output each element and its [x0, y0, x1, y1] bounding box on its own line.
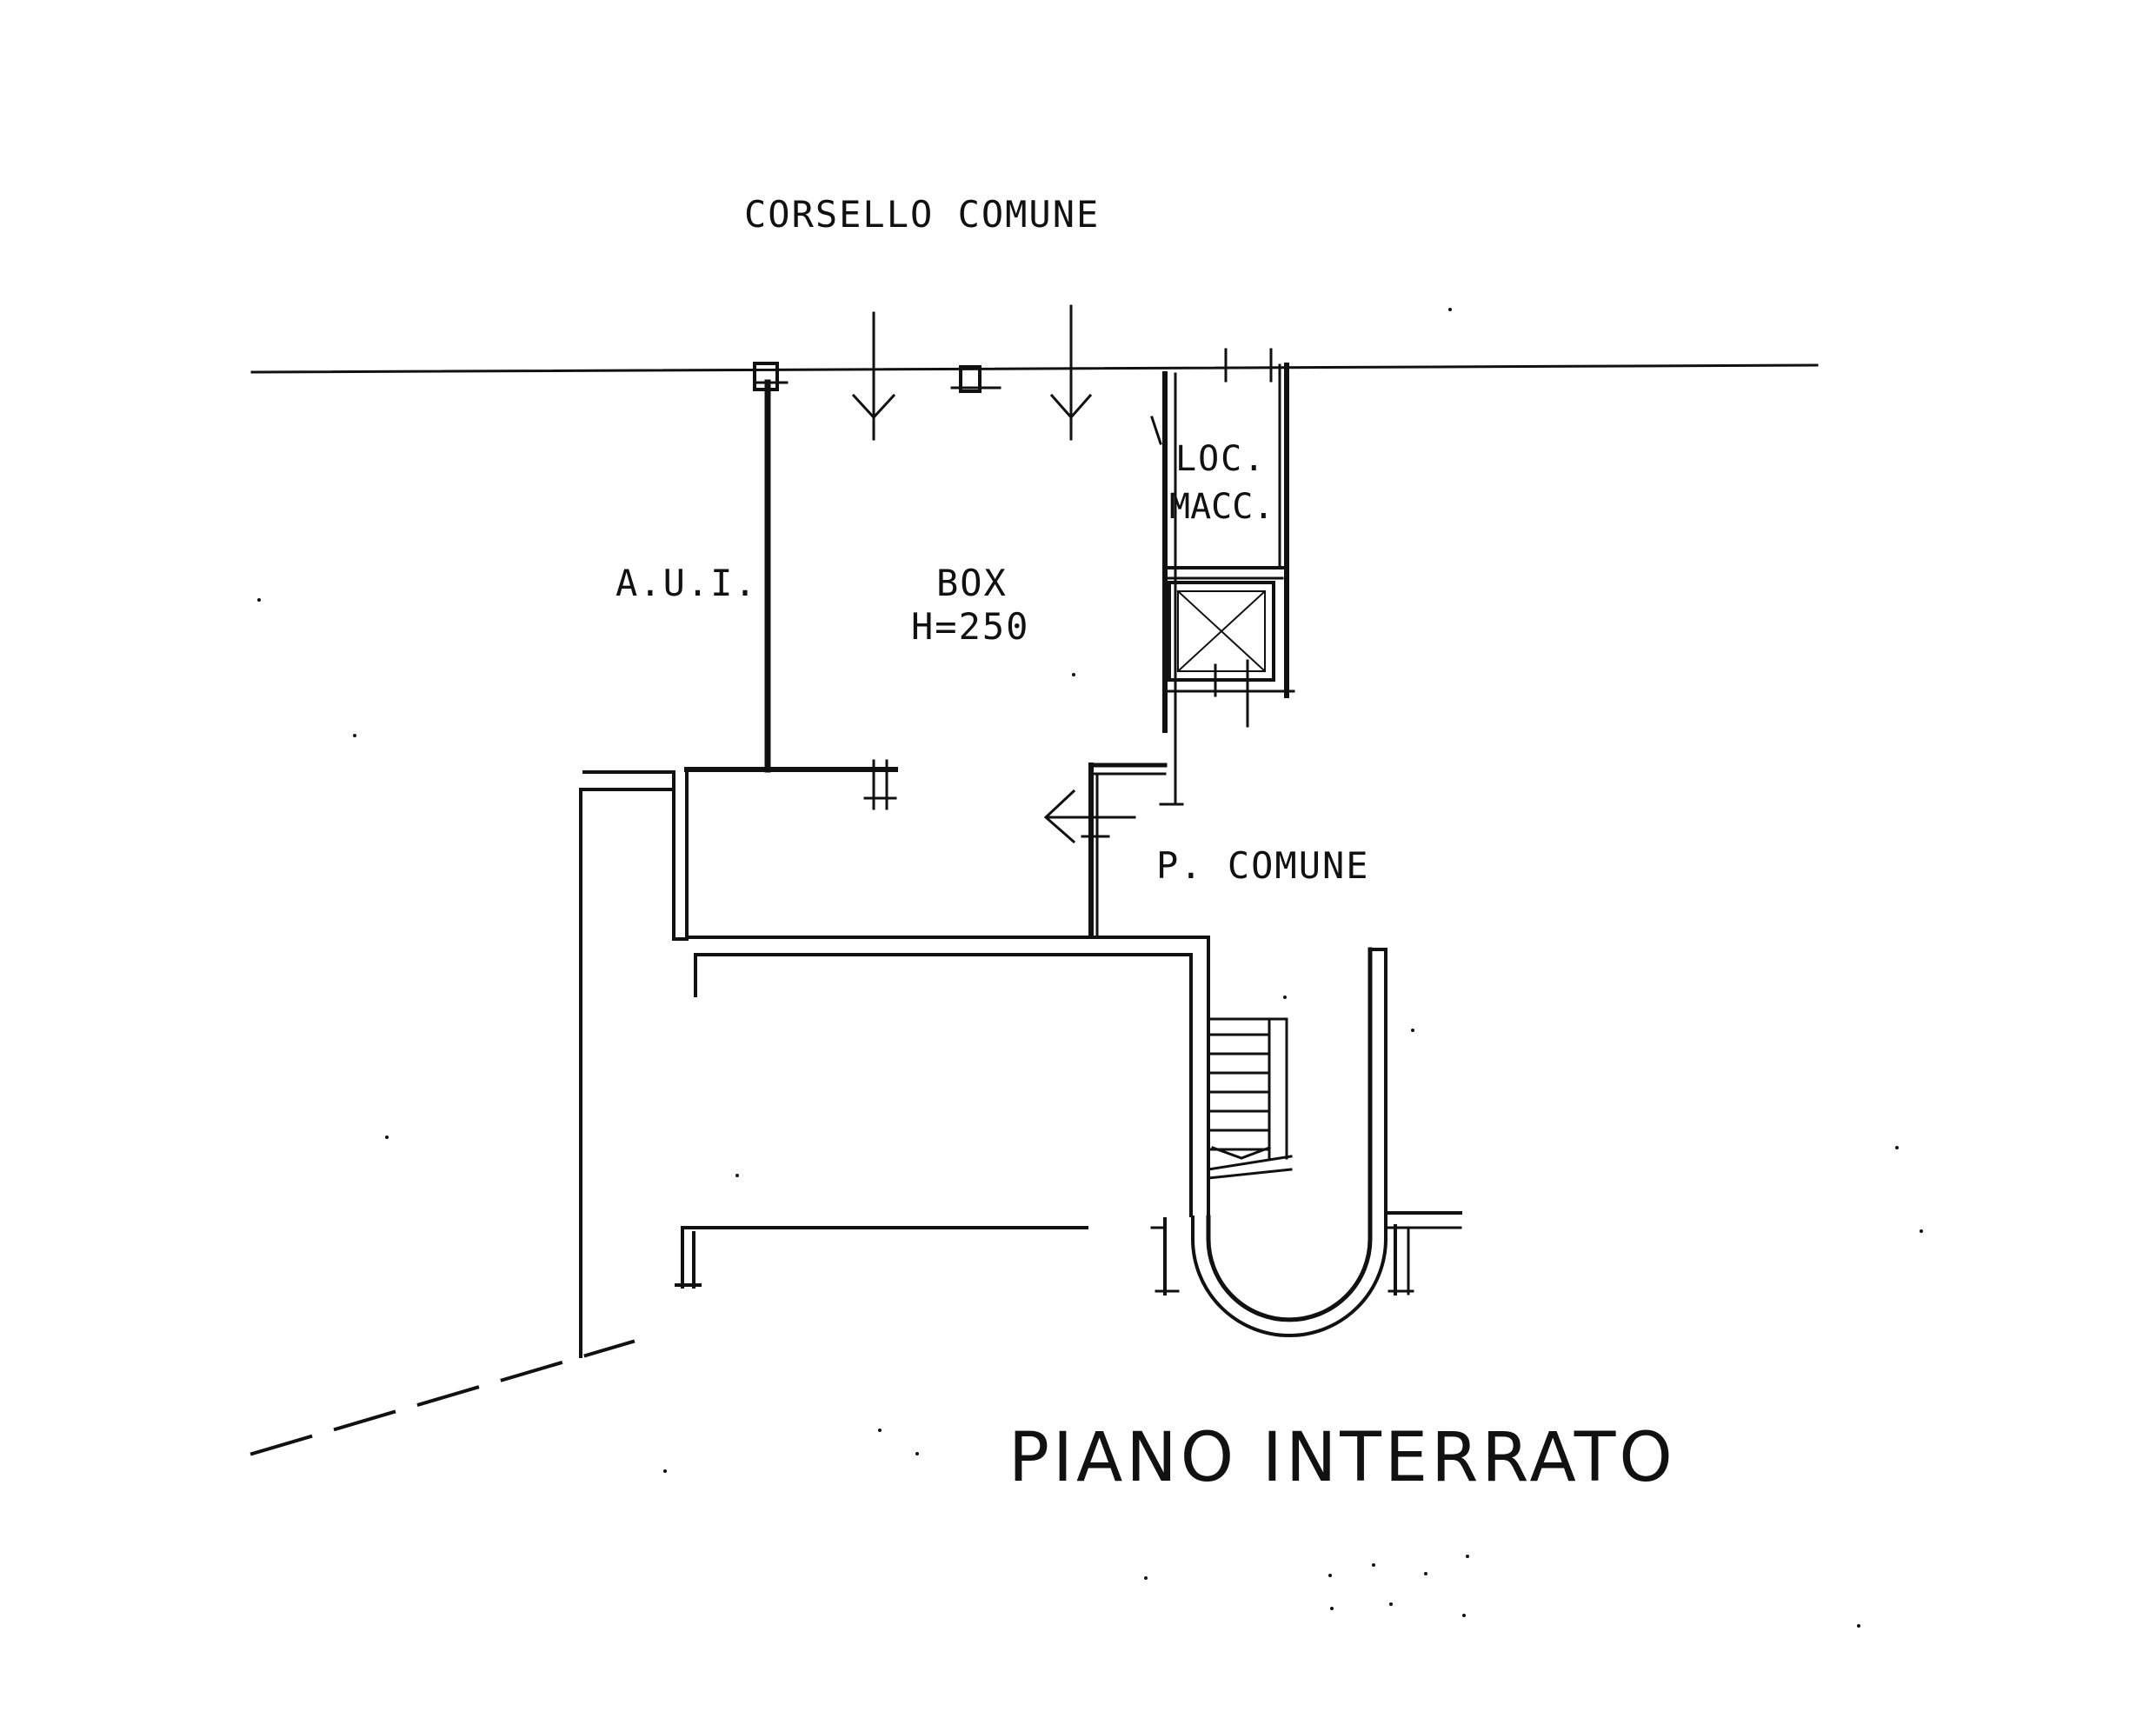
corridor-label: CORSELLO COMUNE	[744, 193, 1101, 236]
garage-door-symbol	[851, 304, 1093, 441]
common-passage-walls	[1088, 371, 1184, 937]
scan-specks	[257, 308, 1923, 1628]
machine-room-walls	[1163, 348, 1295, 698]
machine-room-label-line1: LOC.	[1175, 439, 1267, 479]
corridor-boundary-line	[250, 363, 1819, 374]
lower-block-walls	[675, 936, 1210, 1289]
left-structure-walls	[579, 768, 689, 1358]
box-name-label: BOX	[936, 562, 1008, 604]
floor-title: PIANO INTERRATO	[1008, 1419, 1676, 1497]
box-height-label: H=250	[911, 605, 1030, 648]
aui-label: A.U.I.	[616, 562, 758, 604]
machine-room-label-line2: MACC.	[1169, 487, 1274, 527]
door-post-middle	[959, 365, 982, 393]
ramp-dashed-line	[250, 1339, 635, 1456]
u-shaped-wall	[1150, 947, 1462, 1337]
door-post-left	[753, 362, 779, 391]
elevator-shaft-icon	[1168, 581, 1275, 728]
common-passage-label: P. COMUNE	[1156, 844, 1370, 887]
staircase-icon	[1207, 1017, 1293, 1180]
door-arrow-icon	[1043, 789, 1136, 844]
